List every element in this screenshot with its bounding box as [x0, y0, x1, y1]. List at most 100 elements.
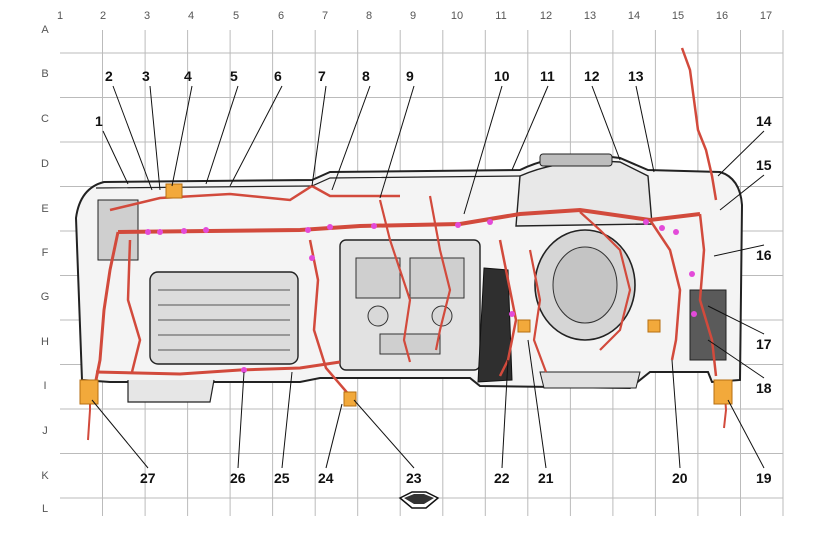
- callout-17: 17: [756, 336, 772, 352]
- connectors: [145, 219, 697, 373]
- callout-23: 23: [406, 470, 422, 486]
- column-header: 16: [715, 10, 729, 22]
- callout-2: 2: [105, 68, 113, 84]
- row-header: L: [41, 503, 49, 515]
- callout-8: 8: [362, 68, 370, 84]
- column-header: 11: [495, 10, 507, 22]
- connector-dot: [157, 229, 163, 235]
- module-right: [647, 319, 661, 333]
- leader-line-21: [527, 339, 547, 469]
- leader-line-1: [102, 130, 129, 185]
- leader-line-11: [511, 85, 549, 171]
- leader-line-9: [379, 85, 415, 199]
- column-header: 6: [277, 10, 285, 22]
- connector-dot: [643, 219, 649, 225]
- module-right-lower: [713, 379, 733, 405]
- connector-dot: [673, 229, 679, 235]
- callout-21: 21: [538, 470, 554, 486]
- callout-15: 15: [756, 157, 772, 173]
- column-header: 1: [56, 10, 64, 22]
- column-header: 9: [409, 10, 417, 22]
- connector-dot: [305, 227, 311, 233]
- callout-25: 25: [274, 470, 290, 486]
- row-header: H: [41, 336, 49, 348]
- module-center-low: [343, 391, 357, 407]
- callout-9: 9: [406, 68, 414, 84]
- callout-7: 7: [318, 68, 326, 84]
- leader-line-5: [205, 85, 239, 185]
- callout-24: 24: [318, 470, 334, 486]
- column-header: 3: [143, 10, 151, 22]
- connector-dot: [203, 227, 209, 233]
- modules: [79, 183, 733, 407]
- leader-line-25: [281, 371, 293, 469]
- connector-dot: [509, 311, 515, 317]
- leader-line-3: [149, 85, 161, 191]
- column-header: 4: [187, 10, 195, 22]
- row-header: D: [41, 158, 49, 170]
- column-header: 7: [321, 10, 329, 22]
- leader-line-13: [635, 85, 655, 173]
- column-header: 5: [232, 10, 240, 22]
- callout-14: 14: [756, 113, 772, 129]
- callout-13: 13: [628, 68, 644, 84]
- defroster-strip: [95, 175, 521, 189]
- callout-16: 16: [756, 247, 772, 263]
- row-header: C: [41, 113, 49, 125]
- leader-line-16: [713, 244, 765, 257]
- leader-line-24: [325, 403, 343, 469]
- column-header: 2: [99, 10, 107, 22]
- dashboard-panel: [74, 153, 744, 403]
- connector-dot: [455, 222, 461, 228]
- module-top-left: [165, 183, 183, 199]
- row-header: A: [41, 24, 49, 36]
- leader-line-27: [91, 399, 149, 469]
- column-header: 13: [583, 10, 597, 22]
- leader-line-7: [311, 85, 327, 187]
- connector-dot: [309, 255, 315, 261]
- leader-line-14: [717, 130, 765, 177]
- callout-27: 27: [140, 470, 156, 486]
- leader-line-20: [671, 359, 681, 469]
- leader-line-18: [707, 339, 765, 379]
- leader-line-17: [707, 305, 765, 335]
- row-header: G: [40, 291, 50, 303]
- callout-20: 20: [672, 470, 688, 486]
- callout-18: 18: [756, 380, 772, 396]
- leader-line-22: [501, 359, 509, 469]
- leader-line-15: [719, 174, 765, 211]
- leader-line-4: [171, 85, 193, 187]
- column-header: 12: [539, 10, 553, 22]
- column-header: 14: [627, 10, 641, 22]
- callout-19: 19: [756, 470, 772, 486]
- leader-line-6: [229, 85, 283, 187]
- leader-line-19: [727, 399, 765, 469]
- callout-26: 26: [230, 470, 246, 486]
- row-header: I: [43, 380, 47, 392]
- column-header: 10: [450, 10, 464, 22]
- leader-line-10: [463, 85, 503, 215]
- row-header: F: [41, 247, 49, 259]
- connector-dot: [691, 311, 697, 317]
- row-header: B: [41, 68, 49, 80]
- center-duct: [477, 267, 513, 383]
- lower-trim-right: [539, 371, 641, 389]
- callout-3: 3: [142, 68, 150, 84]
- glovebox-housing: [149, 271, 299, 365]
- row-header: K: [41, 470, 49, 482]
- connector-dot: [487, 219, 493, 225]
- front-arrow-icon: [398, 491, 440, 509]
- row-header: J: [42, 425, 48, 437]
- callout-4: 4: [184, 68, 192, 84]
- callout-12: 12: [584, 68, 600, 84]
- callout-22: 22: [494, 470, 510, 486]
- connector-dot: [145, 229, 151, 235]
- row-header: E: [41, 203, 49, 215]
- lower-trim-left: [127, 379, 215, 403]
- connector-dot: [659, 225, 665, 231]
- antenna-lead: [680, 47, 718, 201]
- callout-leader-lines: [91, 85, 765, 469]
- connector-dot: [241, 367, 247, 373]
